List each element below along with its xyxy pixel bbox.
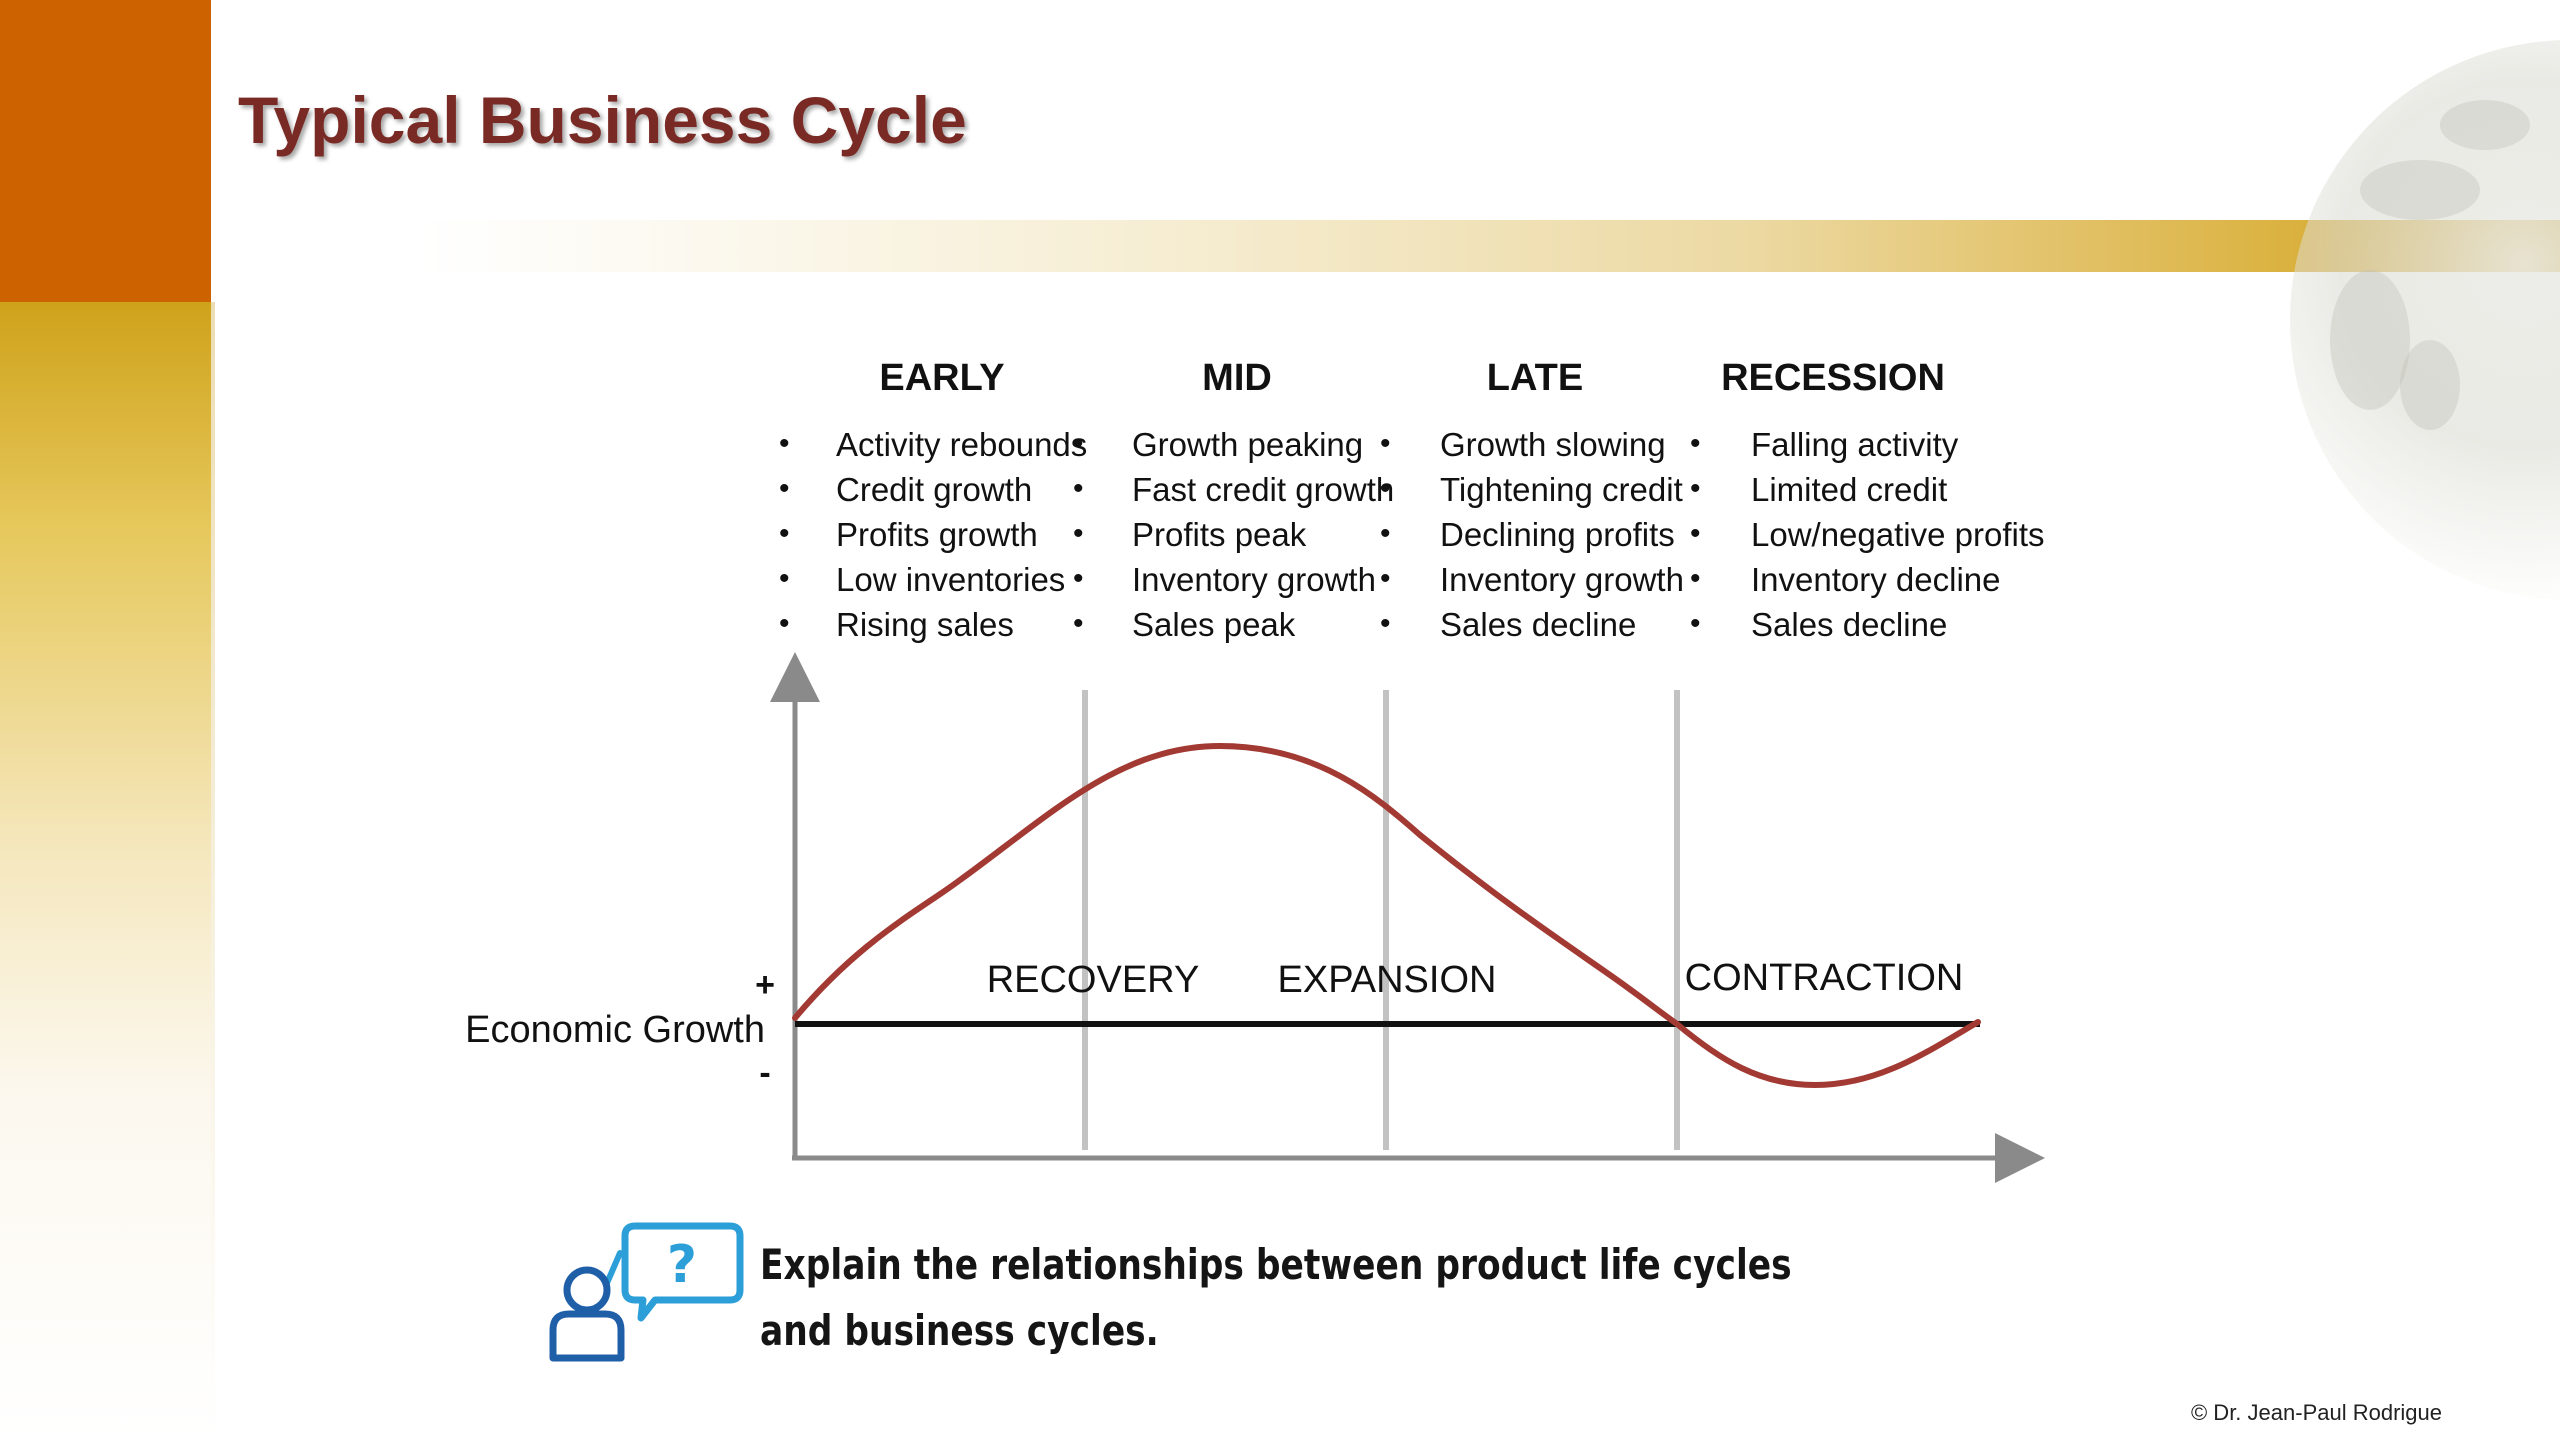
bullet-text: Fast credit growth xyxy=(1132,471,1394,508)
bullet-dot: • xyxy=(1690,607,1701,640)
phase-column-early: EARLY • Activity rebounds • Credit growt… xyxy=(779,357,1087,643)
svg-text:?: ? xyxy=(667,1235,697,1295)
bullet-dot: • xyxy=(1073,607,1084,640)
bullet-text: Tightening credit xyxy=(1440,471,1683,508)
bullet-dot: • xyxy=(1380,517,1391,550)
bullet-dot: • xyxy=(1380,562,1391,595)
bullet-dot: • xyxy=(1690,517,1701,550)
bullet-dot: • xyxy=(1073,517,1084,550)
bullet-dot: • xyxy=(779,607,790,640)
bullet-dot: • xyxy=(1690,427,1701,460)
phase-column-late: LATE • Growth slowing • Tightening credi… xyxy=(1380,357,1684,643)
bullet-text: Inventory growth xyxy=(1440,561,1684,598)
bullet-text: Profits growth xyxy=(836,516,1038,553)
phase-column-recession: RECESSION • Falling activity • Limited c… xyxy=(1690,357,2045,643)
minus-sign: - xyxy=(759,1054,770,1092)
bullet-dot: • xyxy=(1073,427,1084,460)
bullet-dot: • xyxy=(779,472,790,505)
bullet-text: Sales decline xyxy=(1751,606,1947,643)
left-gold-gradient-bar xyxy=(0,302,211,1440)
bullet-dot: • xyxy=(1073,472,1084,505)
bullet-text: Rising sales xyxy=(836,606,1014,643)
discussion-question: Explain the relationships between produc… xyxy=(760,1240,1792,1355)
segment-label-expansion: EXPANSION xyxy=(1278,959,1497,1001)
bullet-dot: • xyxy=(779,562,790,595)
phase-heading-recession: RECESSION xyxy=(1721,357,1945,399)
segment-label-contraction: CONTRACTION xyxy=(1685,957,1964,999)
phase-heading-early: EARLY xyxy=(879,357,1004,399)
bullet-text: Credit growth xyxy=(836,471,1032,508)
person-question-icon: ? xyxy=(549,1222,744,1362)
bullet-text: Low inventories xyxy=(836,561,1065,598)
top-gold-band xyxy=(420,220,2560,272)
phase-heading-mid: MID xyxy=(1202,357,1272,399)
bullet-text: Growth slowing xyxy=(1440,426,1666,463)
plus-sign: + xyxy=(755,966,775,1004)
bullet-dot: • xyxy=(1073,562,1084,595)
page-title: Typical Business Cycle xyxy=(238,83,967,157)
phase-column-mid: MID • Growth peaking • Fast credit growt… xyxy=(1073,357,1394,643)
bullet-text: Limited credit xyxy=(1751,471,1947,508)
bullet-text: Sales peak xyxy=(1132,606,1296,643)
bullet-dot: • xyxy=(1690,472,1701,505)
bullet-dot: • xyxy=(779,427,790,460)
left-bar-edge xyxy=(211,302,215,1440)
left-orange-block xyxy=(0,0,211,302)
y-axis-label: Economic Growth xyxy=(465,1009,765,1051)
bullet-text: Declining profits xyxy=(1440,516,1675,553)
bullet-text: Falling activity xyxy=(1751,426,1959,463)
bullet-dot: • xyxy=(779,517,790,550)
bullet-text: Low/negative profits xyxy=(1751,516,2045,553)
bullet-dot: • xyxy=(1380,472,1391,505)
phase-heading-late: LATE xyxy=(1487,357,1583,399)
bullet-text: Sales decline xyxy=(1440,606,1636,643)
segment-label-recovery: RECOVERY xyxy=(987,959,1200,1001)
bullet-dot: • xyxy=(1380,607,1391,640)
bullet-text: Activity rebounds xyxy=(836,426,1087,463)
business-cycle-curve xyxy=(792,742,1981,1089)
copyright-notice: © Dr. Jean-Paul Rodrigue xyxy=(2190,1400,2442,1425)
bullet-dot: • xyxy=(1380,427,1391,460)
bullet-text: Growth peaking xyxy=(1132,426,1363,463)
bullet-text: Inventory decline xyxy=(1751,561,2000,598)
bullet-text: Inventory growth xyxy=(1132,561,1376,598)
bullet-text: Profits peak xyxy=(1132,516,1307,553)
bullet-dot: • xyxy=(1690,562,1701,595)
